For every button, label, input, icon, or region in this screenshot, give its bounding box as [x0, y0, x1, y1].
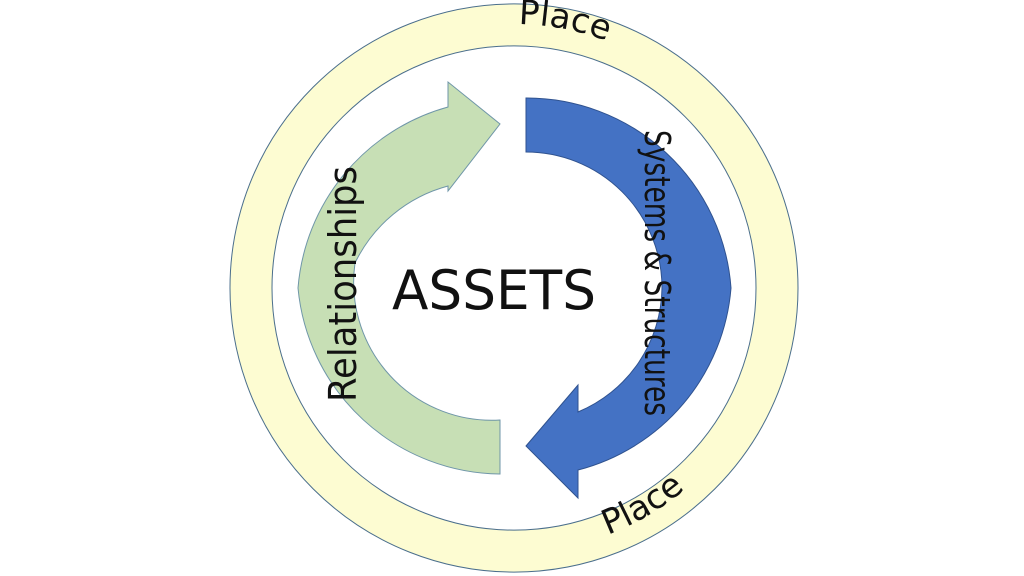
systems-structures-arrow [525, 97, 732, 500]
systems-structures-label: Systems & Structures [636, 130, 677, 416]
assets-label: ASSETS [392, 259, 596, 322]
place-ring [229, 3, 799, 573]
relationships-label: Relationships [321, 166, 365, 402]
relationships-arrow [297, 80, 501, 475]
